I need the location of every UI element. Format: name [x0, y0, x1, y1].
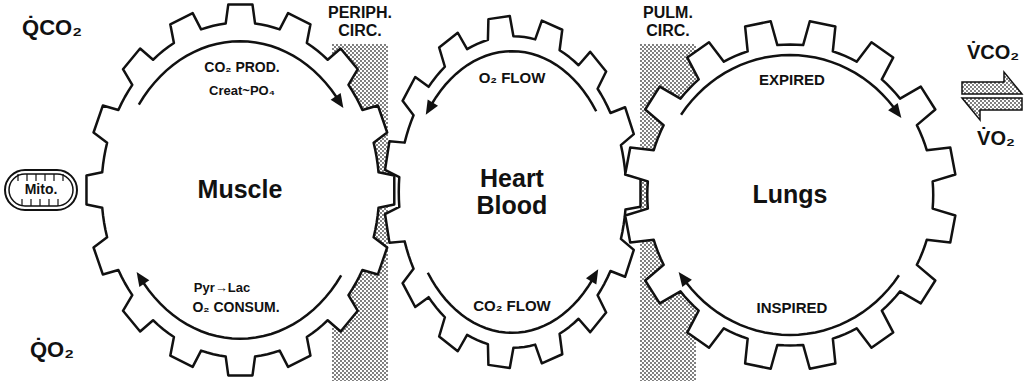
- arrow-head: [586, 269, 598, 284]
- flow-arc: [144, 275, 342, 338]
- flow-arc: [686, 275, 899, 335]
- diagram-label: EXPIRED: [759, 72, 825, 89]
- arrow-head: [331, 93, 344, 108]
- diagram-label: CO₂ FLOW: [473, 298, 550, 315]
- diagram-label: CO₂ PROD.: [204, 60, 279, 75]
- crista: [62, 174, 63, 181]
- crista: [26, 174, 27, 181]
- flow-arc: [139, 41, 337, 104]
- diagram-label: O₂ FLOW: [479, 70, 546, 87]
- mitochondrion-shape: Mito.: [4, 169, 78, 211]
- diagram-label: PULM. CIRC.: [628, 4, 708, 39]
- gear-teeth: [385, 16, 640, 368]
- flow-arc: [428, 273, 592, 333]
- crista: [21, 199, 22, 206]
- crista: [39, 199, 40, 206]
- arrow-head: [137, 272, 150, 287]
- crista: [35, 174, 36, 181]
- crista: [48, 199, 49, 206]
- diagram-label: V̇O₂: [977, 127, 1015, 149]
- diagram-label: O₂ CONSUM.: [192, 300, 279, 315]
- flow-arc: [432, 51, 596, 111]
- diagram-label: PERIPH. CIRC.: [320, 4, 400, 39]
- crista: [53, 174, 54, 181]
- diagram-label: INSPIRED: [757, 300, 828, 317]
- flow-arc: [681, 55, 894, 115]
- diagram-label: Q̇CO₂: [22, 16, 82, 40]
- outer-membrane: [5, 170, 77, 210]
- arrow-head: [888, 103, 901, 118]
- organ-name: Heart Blood: [462, 165, 562, 220]
- gear-teeth: [86, 5, 394, 376]
- arrow-head: [679, 272, 692, 287]
- diagram-label: V̇CO₂: [967, 41, 1019, 63]
- diagram-label: Q̇O₂: [30, 338, 74, 362]
- organ-name: Lungs: [753, 181, 828, 209]
- diagram-label: Pyr→Lac: [194, 281, 250, 295]
- inner-membrane: [9, 174, 73, 206]
- crista: [17, 174, 18, 181]
- crista: [30, 199, 31, 206]
- arrow-head: [426, 100, 438, 115]
- expired-arrow: [962, 72, 1022, 94]
- inspired-arrow: [962, 98, 1022, 120]
- organ-name: Muscle: [198, 176, 283, 204]
- diagram-label: Creat~PO₄: [209, 84, 275, 98]
- gear-teeth: [625, 21, 955, 369]
- crista: [57, 199, 58, 206]
- organelle-name: Mito.: [25, 182, 58, 197]
- crista: [44, 174, 45, 181]
